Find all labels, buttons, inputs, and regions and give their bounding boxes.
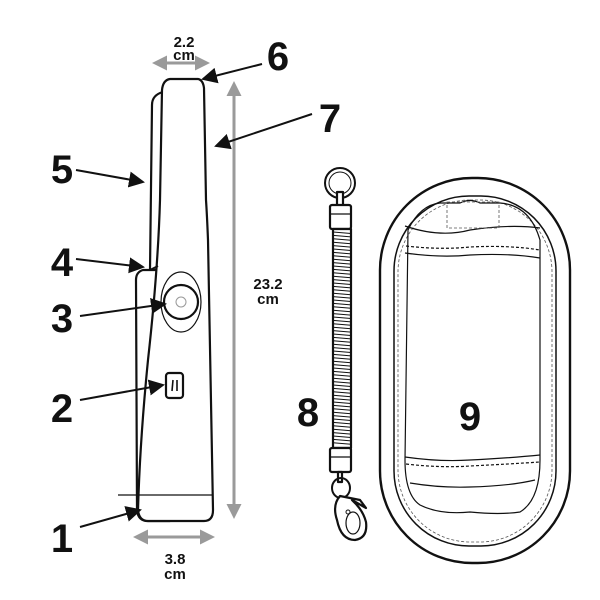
pouch-opening [404, 199, 541, 515]
callout-6: 6 [267, 35, 289, 79]
coil-winding [332, 425, 352, 428]
coil-winding [332, 377, 352, 381]
coil-winding [332, 231, 352, 234]
coil-winding [332, 398, 352, 401]
coil-winding [332, 394, 352, 398]
knob [162, 283, 200, 321]
callout-7: 7 [319, 97, 341, 141]
coil-winding [332, 306, 352, 309]
coil-winding [332, 299, 352, 302]
coil-winding [332, 241, 352, 245]
coil-winding [332, 279, 352, 282]
callout-3: 3 [51, 297, 73, 341]
coil-winding [332, 289, 352, 292]
coil-winding [332, 401, 352, 404]
coil-winding [332, 435, 352, 438]
coil-winding [332, 432, 352, 435]
coil-winding [332, 442, 352, 445]
coil-winding [332, 428, 352, 432]
pouch-inner [393, 195, 557, 547]
coil-winding [332, 404, 352, 408]
knob-center [175, 296, 187, 308]
dim-bottom-unit: cm [164, 566, 186, 583]
top-cap [328, 203, 353, 231]
coil-winding [332, 316, 352, 319]
coil-winding [332, 313, 352, 316]
coil-winding [332, 353, 352, 357]
dim-top-value: 2.2 [174, 34, 195, 51]
coil-winding [332, 357, 352, 360]
dim-top-unit: cm [173, 47, 195, 64]
coil-winding [332, 326, 352, 330]
callout-arrows [75, 63, 313, 528]
coil-winding [332, 360, 352, 364]
switch-button [164, 371, 185, 400]
coil-winding [332, 262, 352, 265]
dim-height-value: 23.2 [253, 276, 282, 293]
coil-winding [332, 319, 352, 323]
coil-winding [332, 350, 352, 353]
coil-winding [332, 438, 352, 442]
coil-winding [332, 347, 352, 350]
coil-winding [332, 370, 352, 374]
dim-height-unit: cm [257, 291, 279, 308]
coiled-lanyard [324, 167, 368, 542]
coil-winding [332, 408, 352, 411]
coil-winding [332, 387, 352, 391]
coil-winding [332, 268, 352, 272]
dimension-bottom: 3.8 cm [133, 529, 215, 583]
callout-2: 2 [51, 387, 73, 431]
coil-winding [332, 265, 352, 268]
coil-winding [332, 374, 352, 377]
callout-4: 4 [51, 241, 74, 285]
coil-winding [332, 272, 352, 275]
coil-winding [332, 384, 352, 387]
coil-winding [332, 275, 352, 279]
coil-winding [332, 309, 352, 313]
strap-top-cap [149, 265, 159, 271]
coil-winding [332, 421, 352, 425]
coil-winding [332, 381, 352, 384]
coil-winding [332, 418, 352, 421]
dim-bottom-value: 3.8 [165, 551, 186, 568]
coil-winding [332, 391, 352, 394]
handheld-device [118, 77, 215, 523]
coil-winding [332, 415, 352, 418]
bottom-cap [328, 446, 353, 474]
coil-winding [332, 343, 352, 347]
coil-winding [332, 245, 352, 248]
callout-1: 1 [51, 517, 73, 561]
dimension-height: 23.2 cm [226, 81, 283, 519]
coil-winding [332, 323, 352, 326]
callout-9: 9 [459, 395, 481, 439]
coil-winding [332, 285, 352, 289]
coil-winding [332, 340, 352, 343]
coil-winding [332, 302, 352, 306]
dimension-top: 2.2 cm [152, 34, 210, 71]
coil-winding [332, 234, 352, 238]
coil-winding [332, 367, 352, 370]
coil-winding [332, 330, 352, 333]
coil-winding [332, 411, 352, 415]
callout-8: 8 [297, 391, 319, 435]
coil-winding [332, 336, 352, 340]
coil-winding [332, 282, 352, 285]
coil-winding [332, 238, 352, 241]
coil-winding [332, 296, 352, 299]
coil-winding [332, 333, 352, 336]
coil-winding [332, 255, 352, 258]
coil-winding [332, 364, 352, 367]
coil-winding [332, 251, 352, 255]
pouch: 9 [378, 176, 572, 565]
callout-5: 5 [51, 148, 73, 192]
coil-winding [332, 258, 352, 262]
coil-winding [332, 292, 352, 296]
coil-winding [332, 248, 352, 251]
